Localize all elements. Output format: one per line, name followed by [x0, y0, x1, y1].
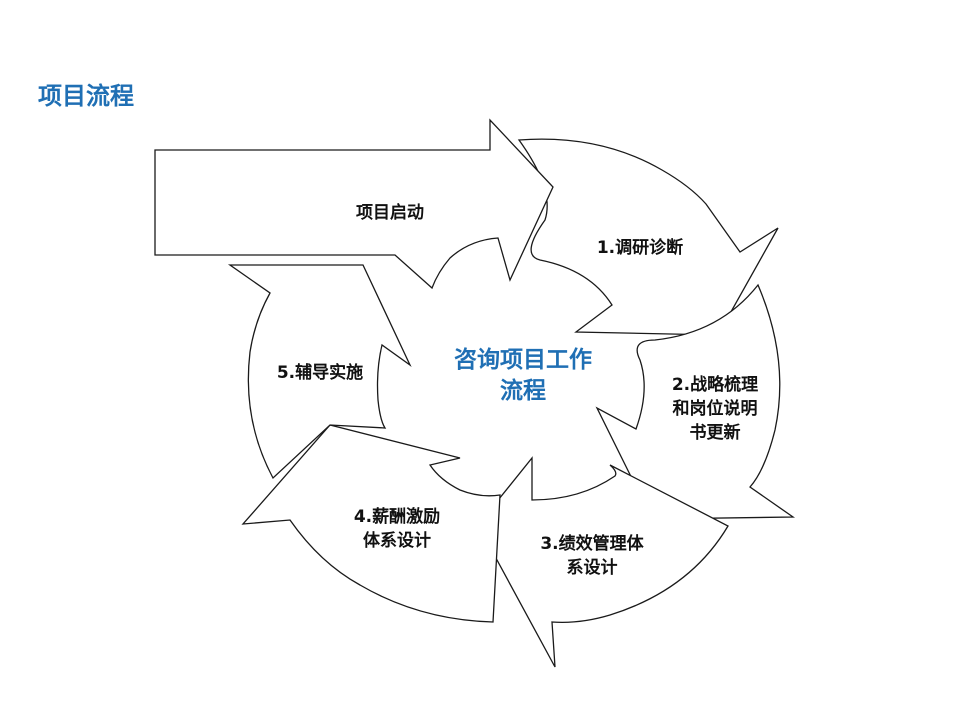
step-3-label-line-2: 系设计: [566, 558, 618, 578]
step-2-label-line-2: 和岗位说明: [672, 399, 758, 419]
step-2-label: 2.战略梳理 和岗位说明 书更新: [650, 373, 780, 445]
step-3-arrow: [477, 456, 729, 668]
start-arrow: [154, 118, 554, 290]
step-5-arrow: [227, 264, 412, 480]
center-label-line-2: 流程: [500, 378, 546, 404]
step-1-label-line-1: 1.调研诊断: [596, 238, 684, 258]
step-4-arrow: [241, 424, 501, 623]
center-label: 咨询项目工作 流程: [438, 345, 608, 407]
center-label-line-1: 咨询项目工作: [454, 347, 592, 373]
step-2-label-line-3: 书更新: [689, 423, 741, 443]
start-label: 项目启动: [356, 203, 424, 223]
step-5-label-line-1: 5.辅导实施: [276, 363, 364, 383]
step-5-label: 5.辅导实施: [255, 361, 385, 385]
step-3-label-line-1: 3.绩效管理体: [540, 534, 644, 554]
step-2-arrow: [595, 283, 796, 520]
step-4-label-line-2: 体系设计: [363, 531, 431, 551]
step-2-label-line-1: 2.战略梳理: [671, 375, 759, 395]
step-3-label: 3.绩效管理体 系设计: [517, 532, 667, 580]
step-4-label: 4.薪酬激励 体系设计: [332, 505, 462, 553]
step-4-label-line-1: 4.薪酬激励: [353, 507, 441, 527]
step-1-arrow: [517, 138, 779, 336]
step-1-label: 1.调研诊断: [575, 236, 705, 260]
page-title: 项目流程: [38, 82, 134, 110]
